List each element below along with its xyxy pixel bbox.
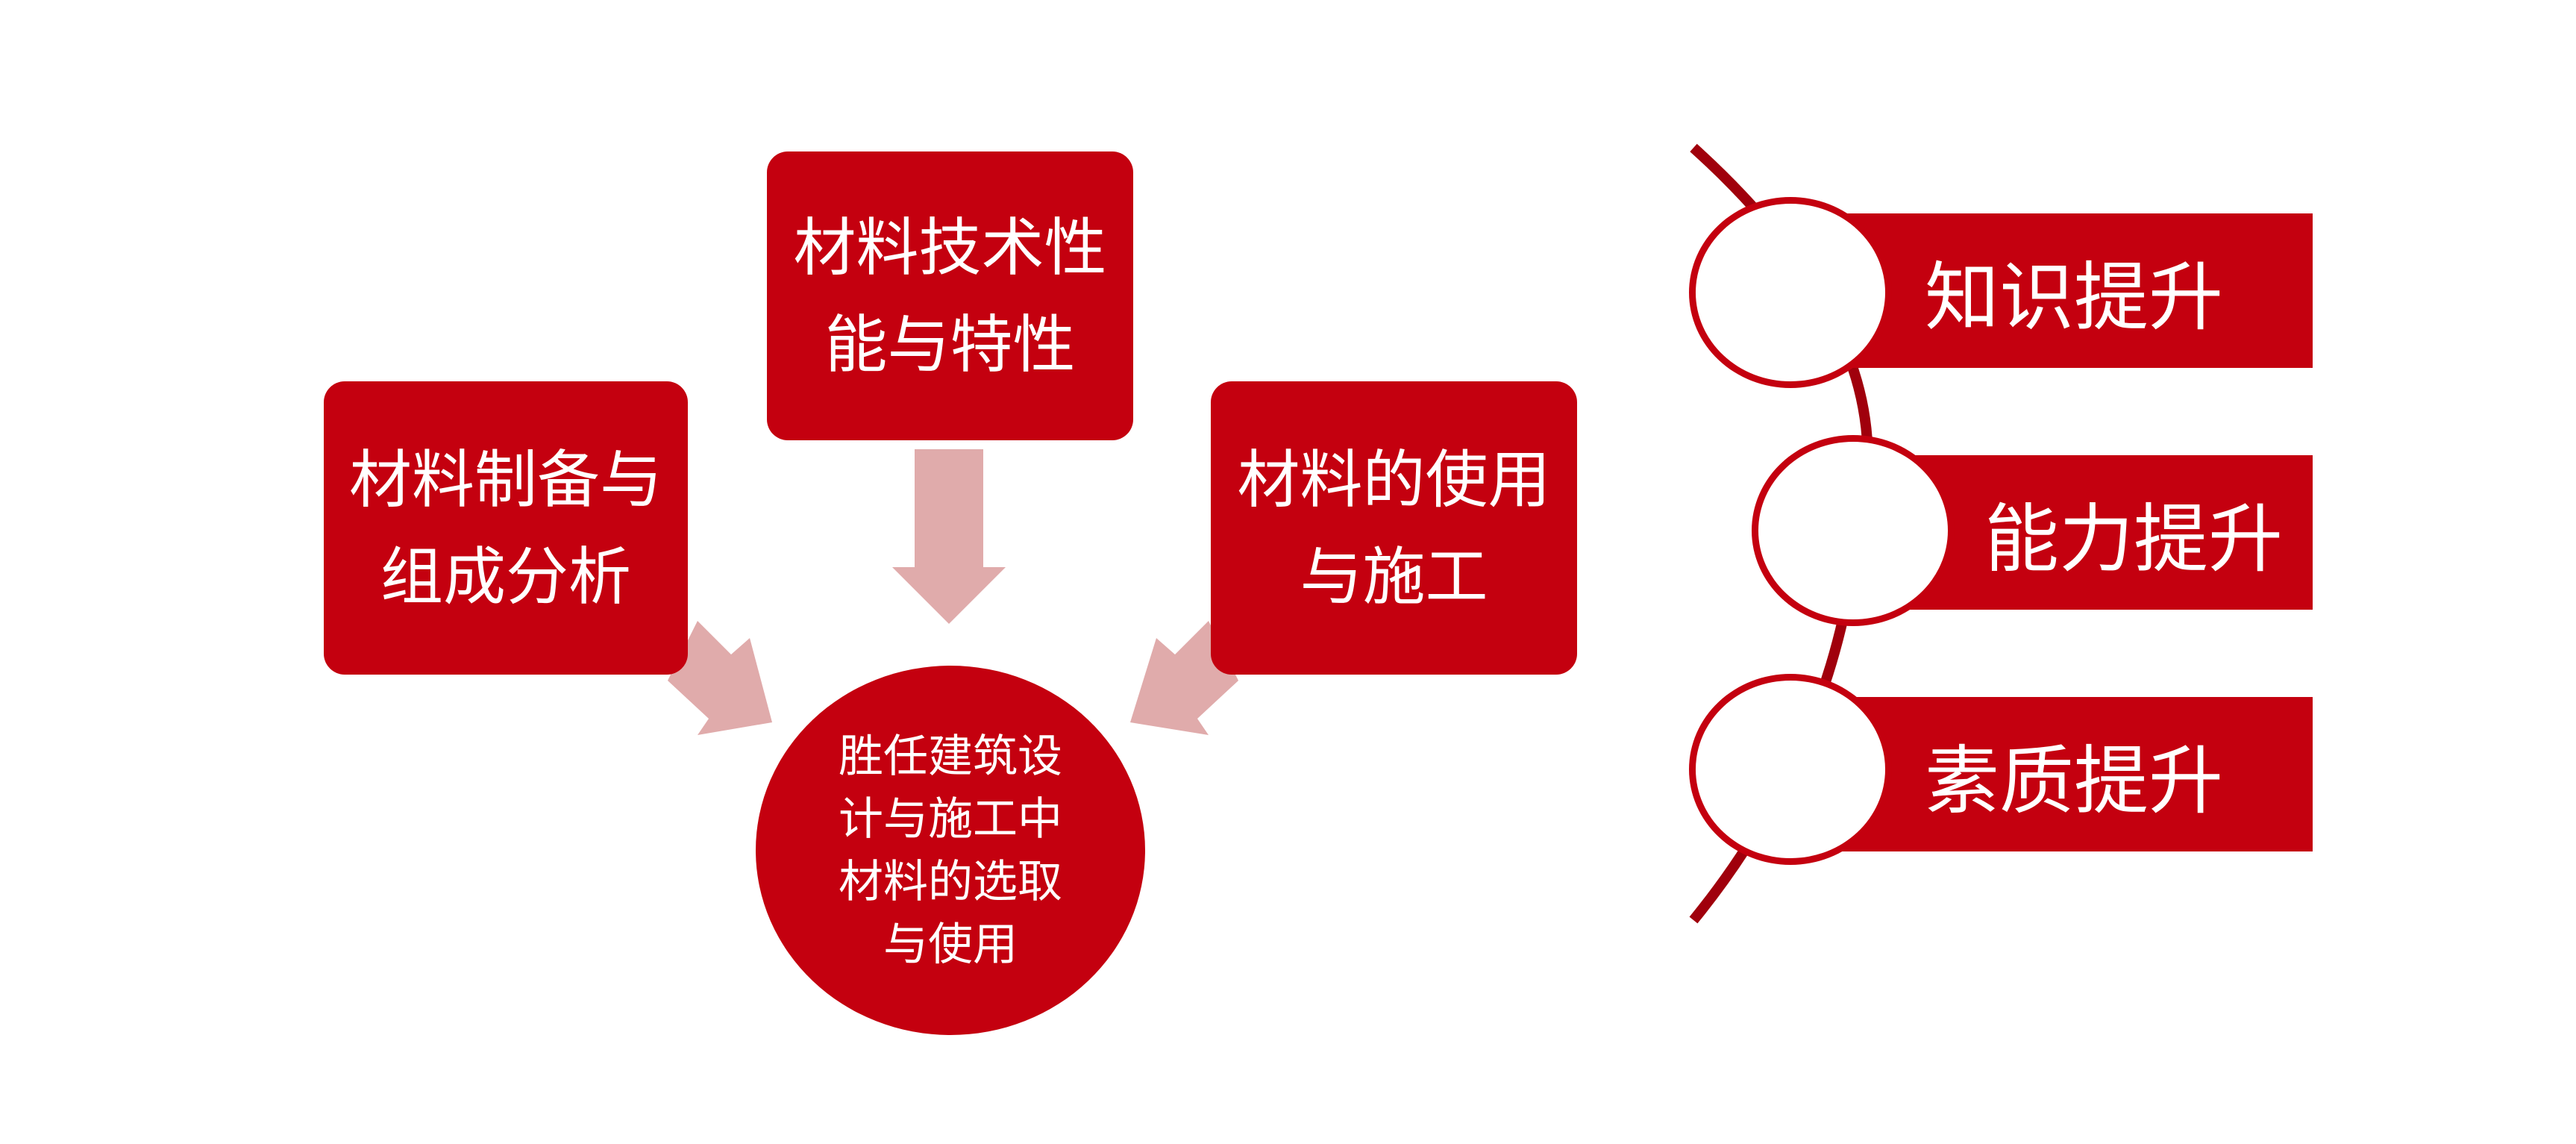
topic-text-line: 组成分析 <box>380 540 631 613</box>
topic-text-line: 材料技术性 <box>793 210 1107 284</box>
topic-box-preparation: 材料制备与组成分析 <box>324 381 688 675</box>
topic-text-line: 能与特性 <box>824 307 1076 381</box>
outcome-circle <box>1752 435 1955 626</box>
topic-text-line: 材料制备与 <box>348 443 662 516</box>
arrow-from-left <box>668 621 772 735</box>
arrow-down <box>892 449 1006 624</box>
outcome-bar-quality: 素质提升 <box>1805 697 2313 851</box>
outcome-circle <box>1689 197 1892 388</box>
outcome-label: 素质提升 <box>1925 737 2223 825</box>
outcome-label: 知识提升 <box>1925 254 2223 341</box>
goal-text-line: 计与施工中 <box>839 793 1062 846</box>
central-goal-ellipse: 胜任建筑设 计与施工中 材料的选取 与使用 <box>756 666 1145 1035</box>
outcome-label: 能力提升 <box>1984 496 2283 583</box>
topic-text-line: 材料的使用 <box>1237 443 1551 516</box>
outcome-circle <box>1689 674 1892 865</box>
topic-text-line: 与施工 <box>1300 540 1488 613</box>
goal-text-line: 胜任建筑设 <box>839 730 1062 783</box>
goal-text-line: 材料的选取 <box>839 855 1062 908</box>
topic-box-technical-properties: 材料技术性能与特性 <box>767 151 1133 440</box>
goal-text-line: 与使用 <box>883 918 1018 971</box>
topic-box-usage: 材料的使用与施工 <box>1211 381 1577 675</box>
